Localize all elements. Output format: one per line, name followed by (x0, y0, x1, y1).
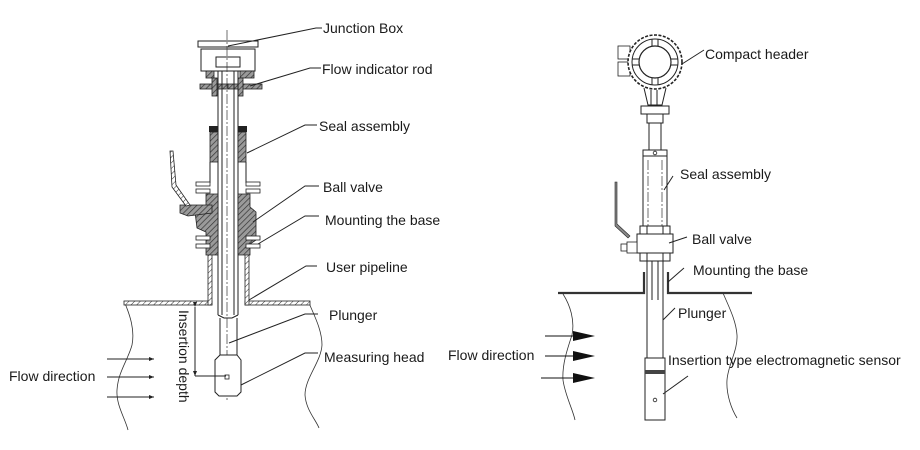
pipe-top-wall-right (244, 300, 311, 306)
measuring-head-label: Measuring head (324, 349, 424, 365)
junction-box-label: Junction Box (323, 20, 403, 36)
flow-direction-label-right: Flow direction (448, 347, 534, 363)
plunger-r (646, 261, 664, 360)
flow-direction-label-left: Flow direction (9, 368, 95, 384)
right-diagram: Flow direction Compact header Seal assem… (448, 34, 901, 421)
pipe-boundary-right-r (722, 292, 738, 419)
insertion-depth-dimension (193, 302, 226, 377)
plunger-label-left: Plunger (329, 307, 378, 323)
flow-direction-arrows-left (107, 357, 154, 399)
flow-direction-arrows-right (541, 331, 595, 383)
flow-indicator-rod-flange (199, 70, 263, 97)
pipe-top-wall-r2 (666, 272, 752, 295)
pipe-boundary-right (304, 302, 323, 429)
user-pipeline-nozzle-left (207, 249, 213, 306)
seal-assembly-r (642, 149, 668, 227)
user-pipeline-label: User pipeline (326, 259, 408, 275)
ball-valve-r (614, 181, 674, 262)
pipe-top-wall-r (558, 272, 646, 295)
seal-assembly-label-right: Seal assembly (680, 166, 771, 182)
insertion-sensor (644, 357, 666, 421)
compact-header (617, 34, 683, 124)
insertion-depth-label: Insertion depth (176, 310, 192, 403)
left-leader-lines (227, 27, 322, 386)
flow-indicator-rod-label: Flow indicator rod (322, 61, 433, 77)
seal-assembly (209, 126, 247, 183)
user-pipeline-nozzle-right (244, 249, 250, 306)
ball-valve-label-left: Ball valve (323, 179, 383, 195)
pipe-boundary-left-r (562, 293, 576, 421)
pipe-boundary-left (116, 300, 134, 431)
junction-box (197, 40, 259, 72)
mounting-base-label-right: Mounting the base (693, 262, 808, 278)
sensor-label: Insertion type electromagnetic sensor (668, 352, 901, 368)
right-leader-lines (662, 49, 705, 395)
plunger-label-right: Plunger (678, 305, 727, 321)
seal-assembly-label-left: Seal assembly (319, 118, 410, 134)
plunger-rod (217, 71, 239, 355)
ball-valve (169, 150, 261, 256)
ball-valve-label-right: Ball valve (692, 231, 752, 247)
pipe-top-wall-left (123, 300, 213, 306)
left-diagram: Insertion depth Flow direction Junction … (9, 20, 440, 431)
mounting-base-label-left: Mounting the base (325, 212, 440, 228)
compact-header-label: Compact header (705, 46, 809, 62)
measuring-head (214, 354, 242, 397)
